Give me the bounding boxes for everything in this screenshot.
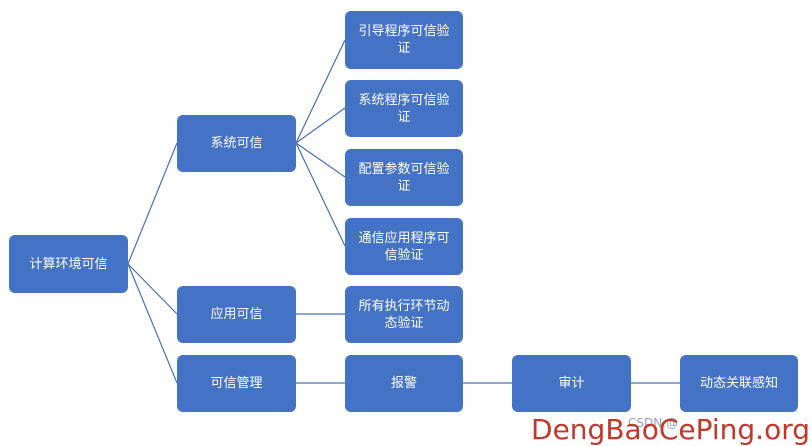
node-boot-verify: 引导程序可信验证 — [345, 11, 463, 69]
node-label: 系统可信 — [210, 136, 263, 151]
node-computing-env-trusted: 计算环境可信 — [9, 235, 128, 293]
node-audit: 审计 — [512, 355, 631, 412]
node-app-trusted: 应用可信 — [177, 286, 296, 343]
node-system-program-verify: 系统程序可信验证 — [345, 80, 463, 137]
node-label: 通信应用程序可信验证 — [358, 230, 450, 263]
line-system-boot — [295, 39, 346, 144]
line-root-mgmt — [127, 263, 178, 384]
line-system-comm — [295, 142, 346, 247]
line-root-system — [127, 142, 178, 265]
csdn-watermark: CSDN @ — [628, 416, 679, 430]
line-system-config — [295, 142, 346, 178]
node-label: 审计 — [558, 376, 585, 391]
node-trusted-management: 可信管理 — [177, 355, 296, 412]
node-label: 计算环境可信 — [29, 256, 108, 272]
site-watermark: DengBaoCePing.org — [531, 413, 810, 446]
node-config-verify: 配置参数可信验证 — [345, 149, 463, 206]
node-label: 系统程序可信验证 — [358, 92, 450, 125]
node-label: 配置参数可信验证 — [358, 161, 450, 194]
node-label: 动态关联感知 — [699, 376, 778, 391]
node-alarm: 报警 — [345, 355, 463, 412]
node-exec-dynamic-verify: 所有执行环节动态验证 — [345, 286, 463, 343]
node-label: 可信管理 — [210, 376, 263, 391]
node-label: 报警 — [390, 376, 417, 391]
node-label: 所有执行环节动态验证 — [358, 298, 450, 331]
node-comm-app-verify: 通信应用程序可信验证 — [345, 218, 463, 275]
line-system-sysprog — [295, 107, 346, 144]
node-dynamic-awareness: 动态关联感知 — [680, 355, 798, 412]
line-root-app — [127, 263, 178, 315]
node-label: 应用可信 — [210, 307, 263, 322]
node-system-trusted: 系统可信 — [177, 115, 296, 172]
node-label: 引导程序可信验证 — [358, 24, 450, 56]
